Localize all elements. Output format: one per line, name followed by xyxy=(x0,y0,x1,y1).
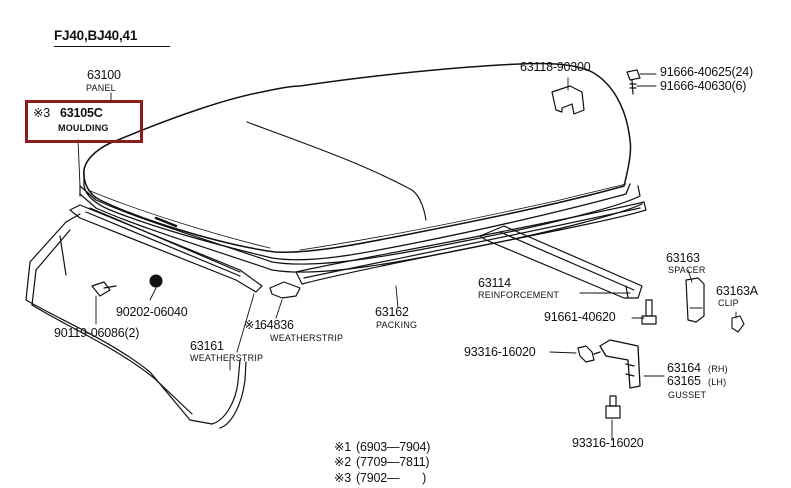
footnote-2-mark: ※2 xyxy=(334,455,352,469)
gusset-suffix-rh: (RH) xyxy=(708,364,728,374)
gusset xyxy=(599,339,641,389)
bolt-reinforcement-number: 91661-40620 xyxy=(544,310,616,324)
footnote-3-range: (7902— ) xyxy=(356,471,427,485)
gusset-suffix-lh: (LH) xyxy=(708,377,727,387)
gusset-number-rh: 63164 xyxy=(667,361,701,375)
clip-top xyxy=(551,85,585,115)
bolt-gusset-bottom xyxy=(605,395,621,419)
model-header-underline xyxy=(54,46,170,47)
footnote-1-mark: ※1 xyxy=(334,440,352,454)
gusset-number-lh: 63165 xyxy=(667,374,701,388)
bolt-gusset-left-number: 93316-16020 xyxy=(464,345,536,359)
moulding-number: 63105C xyxy=(60,106,103,120)
bolt-gusset-bottom-number: 93316-16020 xyxy=(572,436,644,450)
moulding-mark: ※3 xyxy=(33,106,51,120)
packing-strip xyxy=(295,201,647,285)
clip-small xyxy=(731,315,745,333)
bolt-reinforcement xyxy=(641,299,657,325)
reinforcement-number: 63114 xyxy=(478,276,511,290)
spacer xyxy=(685,277,705,323)
plug xyxy=(149,274,163,288)
leader-lines xyxy=(77,73,737,441)
moulding-name: MOULDING xyxy=(58,123,109,133)
screw-number: 90119-06086(2) xyxy=(54,326,140,340)
spacer-number: 63163 xyxy=(666,251,700,265)
spacer-name: SPACER xyxy=(668,265,706,275)
bolt-roof xyxy=(626,69,641,95)
footnote-3-mark: ※3 xyxy=(334,471,352,485)
weatherstrip-b-mark: ※1 xyxy=(244,318,262,332)
weatherstrip-rail xyxy=(69,204,263,293)
footnote-2-range: (7709—7811) xyxy=(356,455,430,469)
footnote-1-range: (6903—7904) xyxy=(356,440,431,454)
highlight-box xyxy=(25,100,143,143)
weatherstrip-small-part xyxy=(269,281,301,299)
panel-number: 63100 xyxy=(87,68,121,82)
plug-number: 90202-06040 xyxy=(116,305,188,319)
bolt-gusset-left xyxy=(577,345,601,363)
bolt-b-number: 91666-40630(6) xyxy=(660,79,747,93)
reinforcement-bar xyxy=(479,225,643,299)
gusset-name: GUSSET xyxy=(668,390,707,400)
body-outline xyxy=(25,213,247,429)
clip-number: 63163A xyxy=(716,284,758,298)
model-header: FJ40,BJ40,41 xyxy=(54,28,138,43)
clip-name: CLIP xyxy=(718,298,739,308)
weatherstrip-a-name: WEATHERSTRIP xyxy=(190,353,264,363)
reinforcement-name: REINFORCEMENT xyxy=(478,290,560,300)
weatherstrip-a-number: 63161 xyxy=(190,339,224,353)
screw xyxy=(91,281,117,297)
panel-name: PANEL xyxy=(86,83,116,93)
packing-name: PACKING xyxy=(376,320,418,330)
roof-panel xyxy=(83,62,632,261)
bolt-a-number: 91666-40625(24) xyxy=(660,65,753,79)
clip-top-number: 63118-90300 xyxy=(520,60,591,74)
weatherstrip-b-number: 64836 xyxy=(260,318,294,332)
packing-number: 63162 xyxy=(375,305,409,319)
weatherstrip-b-name: WEATHERSTRIP xyxy=(270,333,344,343)
